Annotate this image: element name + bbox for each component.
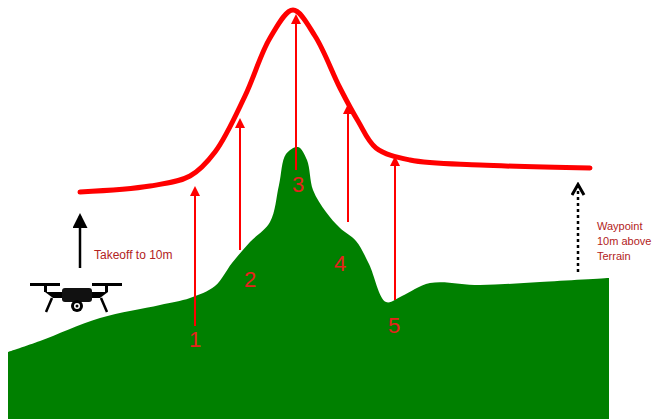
callout-number: 1 bbox=[189, 329, 201, 351]
terrain-shape bbox=[8, 147, 609, 419]
callout-number: 4 bbox=[334, 253, 346, 275]
altitude-arrow bbox=[239, 120, 241, 250]
flight-path bbox=[80, 10, 590, 192]
callout-number: 2 bbox=[244, 269, 256, 291]
altitude-arrows bbox=[195, 16, 395, 326]
altitude-arrow bbox=[194, 188, 196, 326]
callout-number: 3 bbox=[292, 174, 304, 196]
altitude-arrow bbox=[347, 106, 349, 222]
waypoint-note: Waypoint 10m above Terrain bbox=[597, 219, 655, 264]
callout-number: 5 bbox=[388, 315, 400, 337]
takeoff-arrow bbox=[79, 216, 82, 268]
altitude-arrow bbox=[394, 158, 396, 300]
waypoint-arrow bbox=[577, 186, 580, 272]
altitude-arrow bbox=[295, 16, 297, 170]
drone-icon bbox=[30, 283, 122, 312]
takeoff-note: Takeoff to 10m bbox=[94, 247, 173, 263]
